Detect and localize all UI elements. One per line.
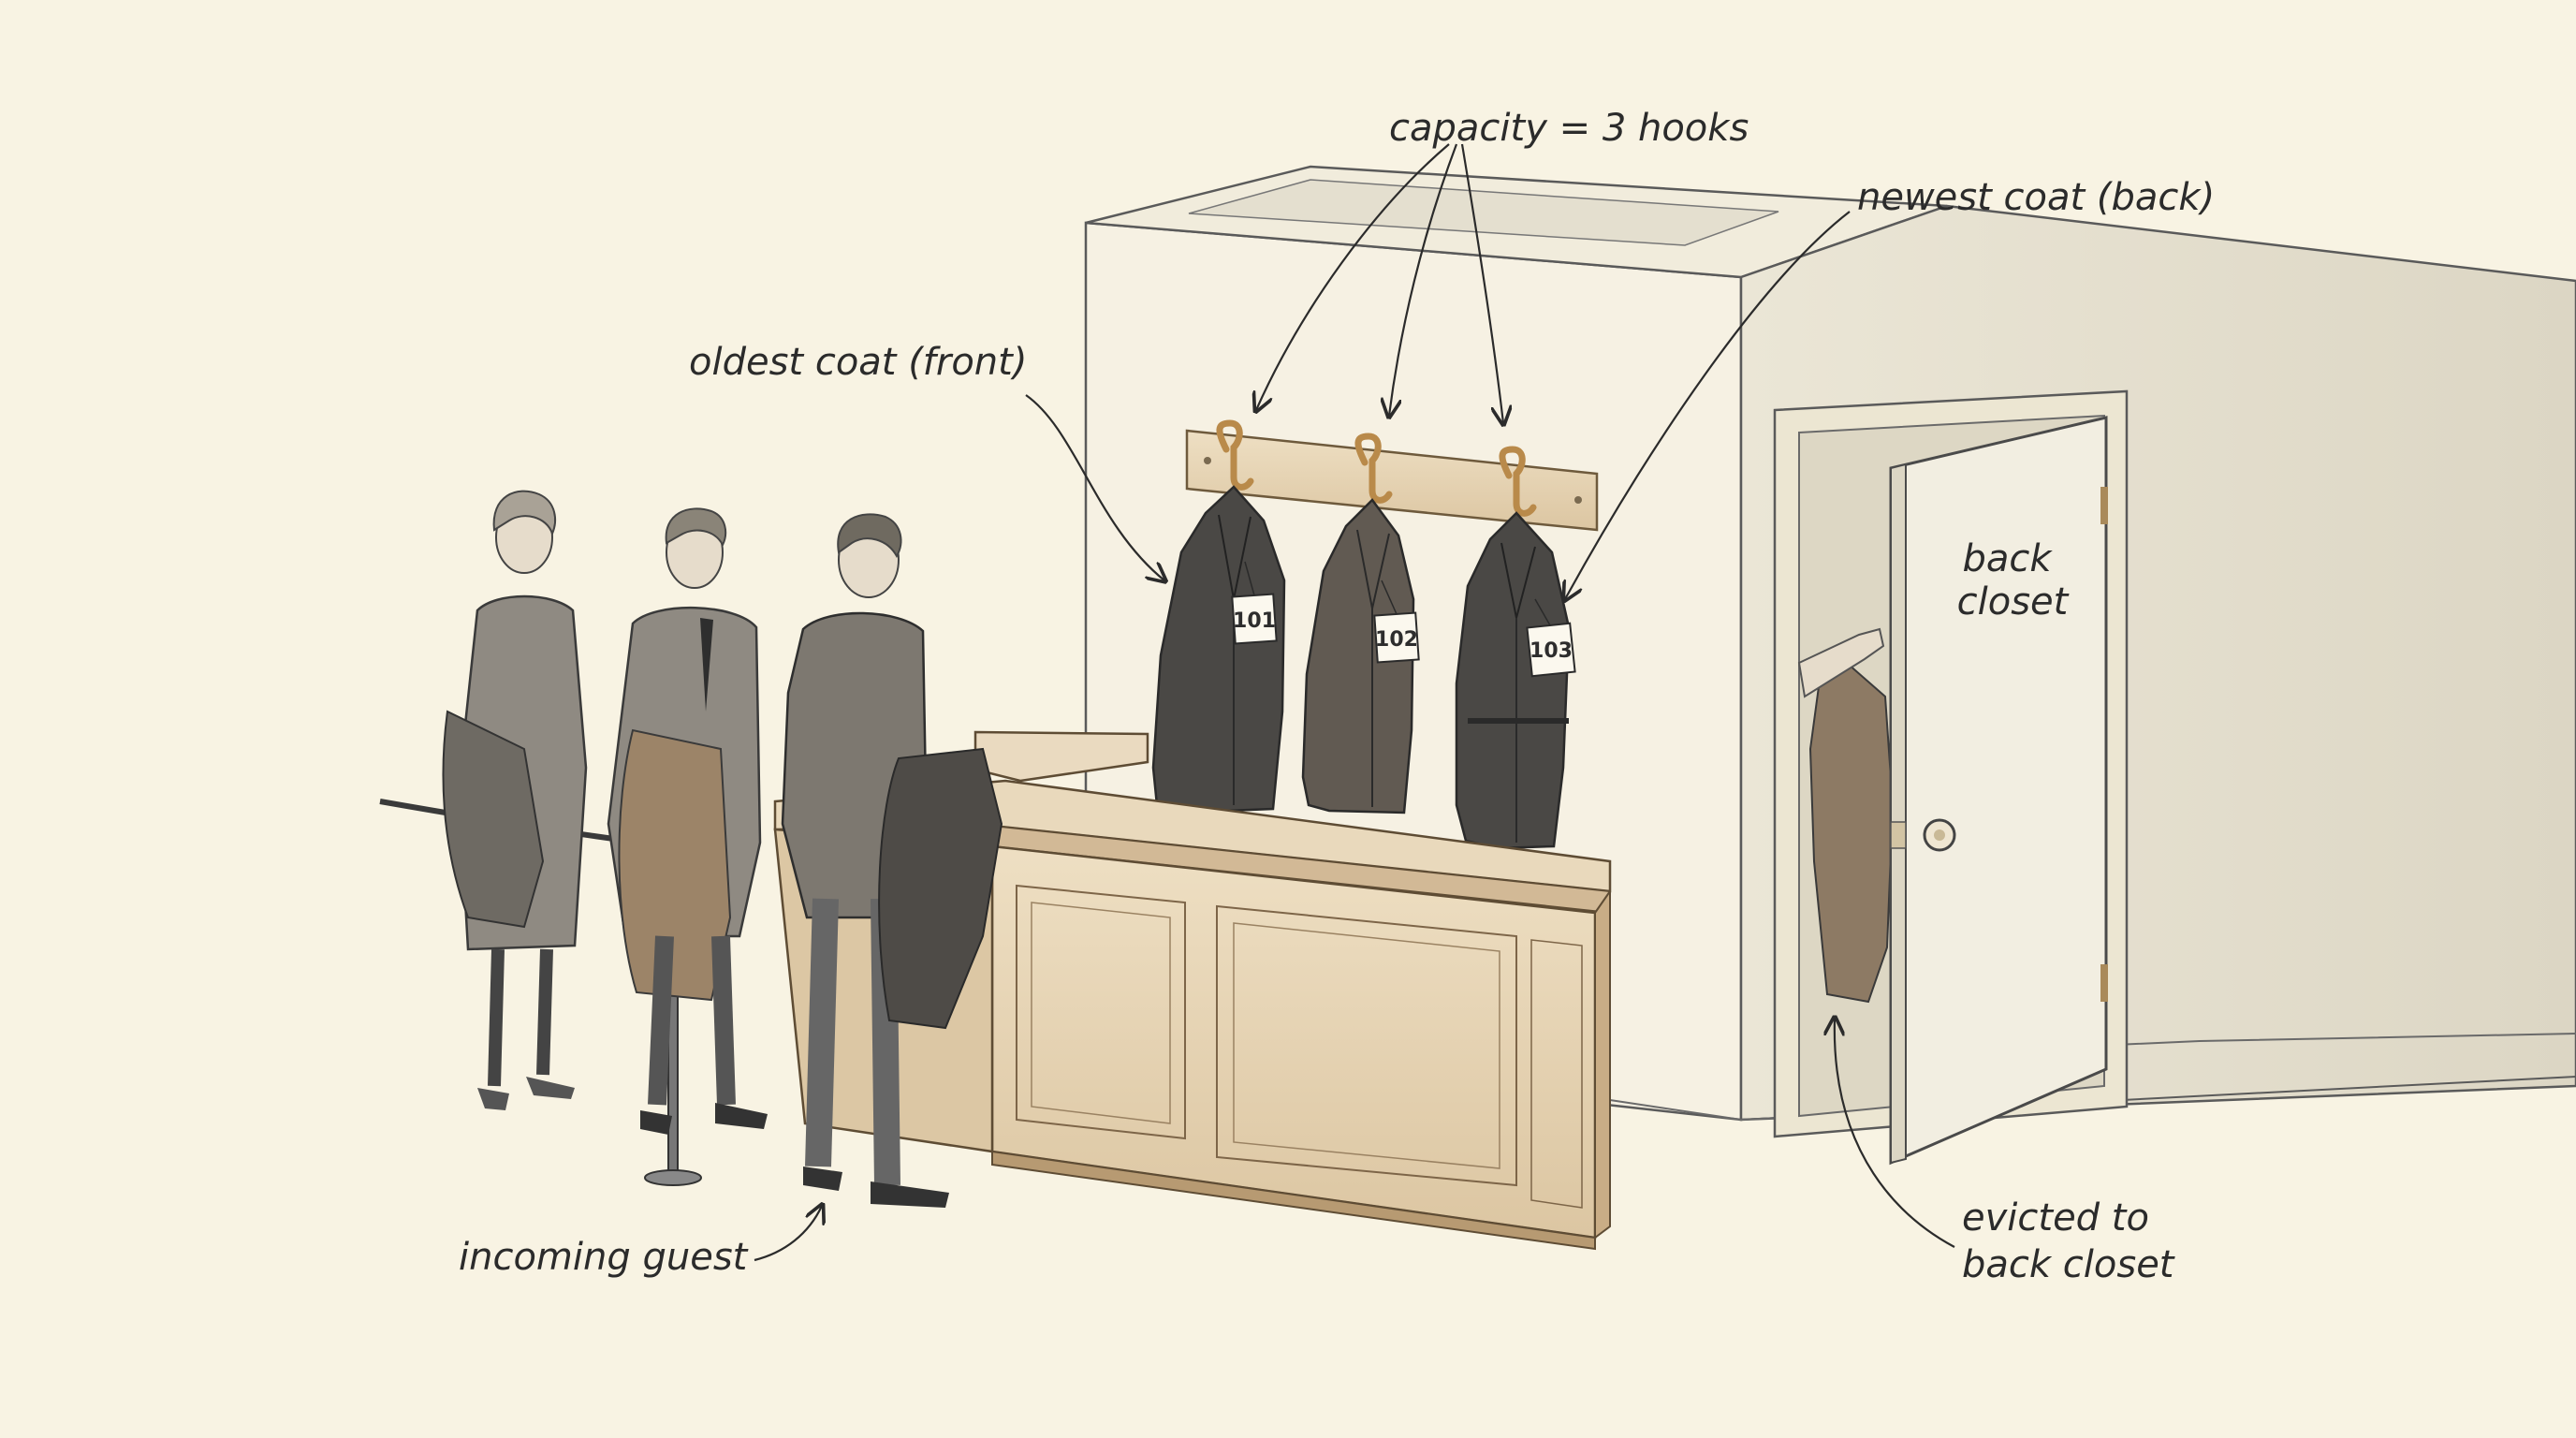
tag-102-label: 102 xyxy=(1375,628,1418,652)
evicted-coat xyxy=(1810,657,1893,1002)
capacity-label: capacity = 3 hooks xyxy=(1389,105,1749,152)
evicted-label-line2: back closet xyxy=(1962,1241,2174,1288)
oldest-coat-label: oldest coat (front) xyxy=(689,339,1027,386)
guest-woman xyxy=(443,492,586,1110)
incoming-guest-label: incoming guest xyxy=(459,1234,747,1281)
newest-coat-label: newest coat (back) xyxy=(1857,174,2215,221)
tag-101-label: 101 xyxy=(1233,609,1276,633)
tag-103-label: 103 xyxy=(1530,639,1573,663)
door-sign-line2: closet xyxy=(1957,580,2070,624)
door-sign-line1: back xyxy=(1962,537,2053,580)
evicted-label-line1: evicted to xyxy=(1962,1195,2149,1241)
guest-man-middle xyxy=(608,508,768,1135)
incoming-arrow xyxy=(754,1206,822,1260)
door[interactable]: back closet xyxy=(1891,418,2108,1163)
